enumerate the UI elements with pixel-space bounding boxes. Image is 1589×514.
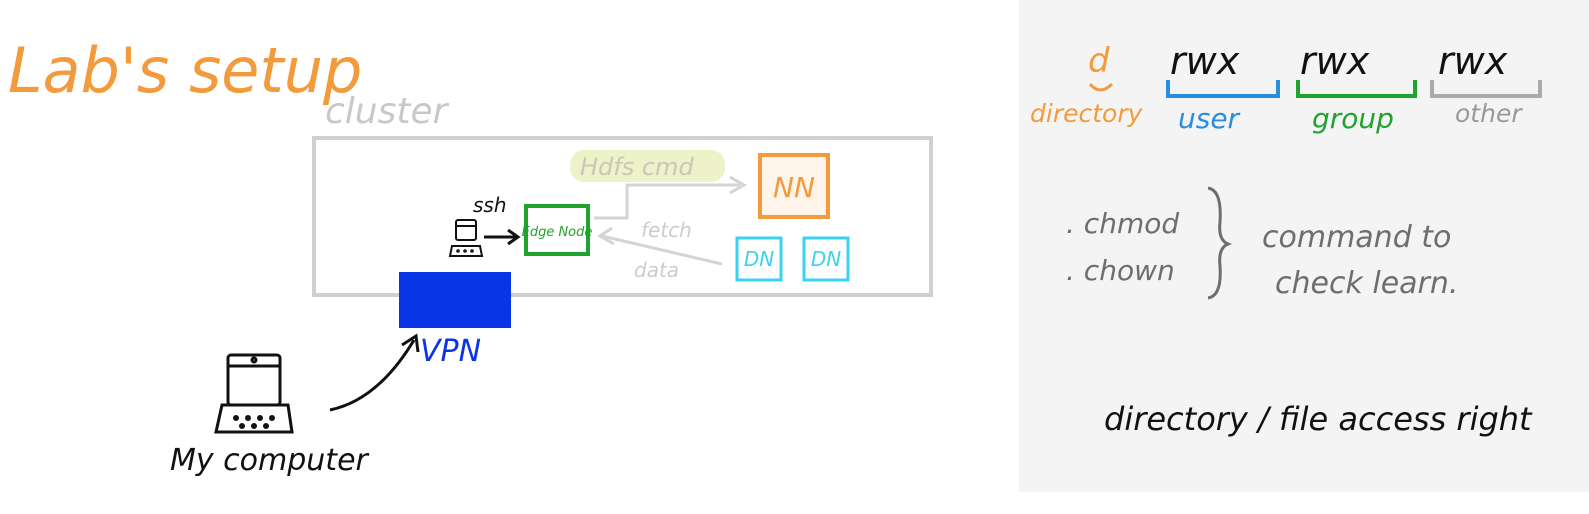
fetch-label: fetch — [641, 218, 692, 242]
hdfs-arrowhead — [729, 175, 748, 195]
hdfs-command-arrow — [594, 183, 740, 220]
hdfs-highlight — [570, 150, 725, 182]
rwx-group: rwx — [1300, 39, 1370, 83]
edge-node-label: Edge Node — [522, 225, 593, 240]
ssh-arrowhead — [507, 228, 521, 246]
other-bracket — [1430, 80, 1542, 98]
vpn-arrow — [329, 339, 416, 412]
my-computer-label: My computer — [170, 443, 370, 478]
cluster-computer-icon — [448, 219, 484, 257]
vpn-box — [399, 272, 511, 328]
ssh-label: ssh — [473, 193, 507, 217]
group-label: group — [1312, 102, 1394, 135]
page-title: Lab's setup — [8, 34, 362, 107]
directory-label: directory — [1030, 99, 1144, 128]
namenode-label: NN — [773, 171, 815, 204]
data-label: data — [634, 258, 679, 282]
access-right-note: directory / file access right — [1104, 400, 1533, 438]
datanode-label-2: DN — [811, 247, 841, 271]
notes-panel — [1019, 0, 1589, 492]
command-description-line2: check learn. — [1275, 266, 1458, 301]
chmod-command: . chmod — [1066, 207, 1179, 240]
d-brace — [1088, 82, 1114, 92]
datanode-box-1 — [735, 236, 783, 282]
namenode-box — [758, 153, 830, 219]
edge-node-box — [524, 204, 590, 256]
rwx-other: rwx — [1438, 39, 1508, 83]
group-bracket — [1296, 80, 1417, 98]
fetch-data-arrow — [601, 234, 723, 266]
vpn-arrowhead — [401, 333, 420, 353]
command-description-line1: command to — [1262, 220, 1451, 255]
other-label: other — [1455, 99, 1523, 128]
my-computer-icon — [214, 353, 294, 434]
vpn-label: VPN — [420, 334, 481, 369]
user-label: user — [1178, 102, 1241, 135]
hdfs-cmd-label: Hdfs cmd — [580, 153, 694, 181]
chown-command: . chown — [1066, 254, 1175, 287]
datanode-label-1: DN — [744, 247, 774, 271]
cluster-box — [312, 136, 933, 297]
rwx-user: rwx — [1170, 39, 1240, 83]
cluster-label: cluster — [325, 91, 450, 132]
command-brace — [1207, 186, 1233, 300]
fetch-arrowhead — [597, 226, 615, 246]
datanode-box-2 — [802, 236, 850, 282]
d-label: d — [1088, 41, 1110, 81]
user-bracket — [1166, 80, 1280, 98]
